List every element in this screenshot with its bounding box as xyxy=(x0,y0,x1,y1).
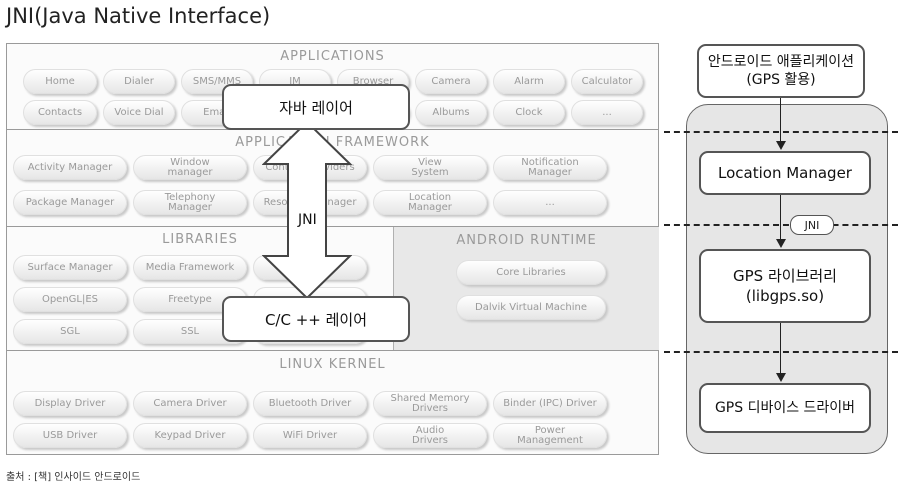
kernel-title: LINUX KERNEL xyxy=(279,357,386,372)
gps-library-box: GPS 라이브러리 (libgps.so) xyxy=(699,249,871,323)
framework-layer: APPLICATION FRAMEWORK Activity Manager W… xyxy=(7,130,658,227)
layer-divider-3 xyxy=(664,351,898,353)
kn-audio-drivers: Audio Drivers xyxy=(373,423,487,448)
kernel-layer: LINUX KERNEL Display Driver Camera Drive… xyxy=(7,351,658,454)
layer-divider-2 xyxy=(664,224,898,226)
jni-double-arrow xyxy=(262,120,352,300)
kn-wifi-driver: WiFi Driver xyxy=(253,423,367,448)
app-clock: Clock xyxy=(493,100,565,125)
android-app-box: 안드로이드 애플리케이션 (GPS 활용) xyxy=(697,44,865,98)
kn-keypad-driver: Keypad Driver xyxy=(133,423,247,448)
app-calculator: Calculator xyxy=(571,69,643,94)
lib-opengl: OpenGL|ES xyxy=(13,287,127,312)
fw-notification-manager: Notification Manager xyxy=(493,155,607,180)
gps-driver-box: GPS 디바이스 드라이버 xyxy=(699,383,871,433)
flow-line-1 xyxy=(780,98,781,142)
kn-bluetooth-driver: Bluetooth Driver xyxy=(253,391,367,416)
android-runtime-layer: ANDROID RUNTIME Core Libraries Dalvik Vi… xyxy=(393,227,659,350)
rt-dalvik-vm: Dalvik Virtual Machine xyxy=(456,295,606,320)
java-layer-box: 자바 레이어 xyxy=(222,84,410,130)
app-dialer: Dialer xyxy=(103,69,175,94)
location-manager-box: Location Manager xyxy=(699,151,871,195)
jni-flow-pill: JNI xyxy=(790,215,834,235)
c-layer-box: C/C ++ 레이어 xyxy=(222,296,410,342)
fw-package-manager: Package Manager xyxy=(13,190,127,215)
kn-power-management: Power Management xyxy=(493,423,607,448)
fw-activity-manager: Activity Manager xyxy=(13,155,127,180)
rt-core-libraries: Core Libraries xyxy=(456,260,606,285)
android-architecture-diagram: APPLICATIONS Home Dialer SMS/MMS IM Brow… xyxy=(6,43,659,455)
app-alarm: Alarm xyxy=(493,69,565,94)
fw-view-system: View System xyxy=(373,155,487,180)
applications-title: APPLICATIONS xyxy=(280,49,385,64)
layer-divider-1 xyxy=(664,131,898,133)
app-voice-dial: Voice Dial xyxy=(103,100,175,125)
app-home: Home xyxy=(23,69,97,94)
app-more: ... xyxy=(571,100,643,125)
kn-usb-driver: USB Driver xyxy=(13,423,127,448)
fw-location-manager: Location Manager xyxy=(373,190,487,215)
kn-display-driver: Display Driver xyxy=(13,391,127,416)
app-camera: Camera xyxy=(415,69,487,94)
app-contacts: Contacts xyxy=(23,100,97,125)
kn-binder-driver: Binder (IPC) Driver xyxy=(493,391,607,416)
fw-telephony-manager: Telephony Manager xyxy=(133,190,247,215)
kn-shared-memory-drivers: Shared Memory Drivers xyxy=(373,391,487,416)
lib-media-framework: Media Framework xyxy=(133,255,247,280)
lib-sgl: SGL xyxy=(13,319,127,344)
jni-arrow-label: JNI xyxy=(298,212,317,228)
flow-line-2 xyxy=(780,195,781,240)
runtime-title: ANDROID RUNTIME xyxy=(456,233,597,248)
app-albums: Albums xyxy=(415,100,487,125)
fw-more: ... xyxy=(493,190,607,215)
flow-arrowhead-1 xyxy=(776,141,786,150)
page-title: JNI(Java Native Interface) xyxy=(6,4,271,28)
flow-line-3 xyxy=(780,323,781,374)
fw-window-manager: Window manager xyxy=(133,155,247,180)
source-caption: 출처 : [책] 인사이드 안드로이드 xyxy=(6,472,141,483)
lib-surface-manager: Surface Manager xyxy=(13,255,127,280)
flow-arrowhead-3 xyxy=(776,373,786,382)
libraries-title: LIBRARIES xyxy=(162,232,238,247)
kn-camera-driver: Camera Driver xyxy=(133,391,247,416)
flow-arrowhead-2 xyxy=(776,239,786,248)
